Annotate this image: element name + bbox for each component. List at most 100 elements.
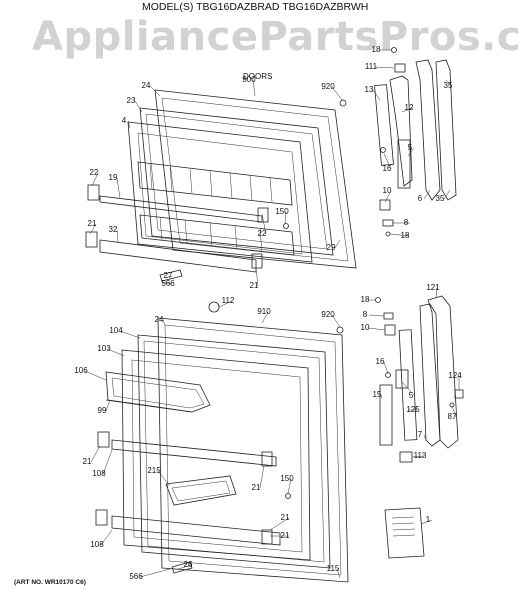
callout-fresh-1: 910 xyxy=(257,307,271,316)
callout-freezer-25: 8 xyxy=(404,218,409,227)
leader-fresh-28 xyxy=(423,434,427,441)
callout-fresh-14: 21 xyxy=(281,531,290,540)
callout-fresh-30: 113 xyxy=(414,451,427,460)
leader-freezer-10 xyxy=(161,281,173,285)
callout-fresh-21: 10 xyxy=(361,323,370,332)
callout-fresh-15: 108 xyxy=(90,540,104,549)
callout-freezer-4: 4 xyxy=(122,116,127,125)
leader-freezer-21 xyxy=(383,153,392,170)
leader-fresh-16 xyxy=(139,568,171,578)
leader-fresh-8 xyxy=(90,445,101,463)
leader-freezer-0 xyxy=(252,79,256,97)
part-111 xyxy=(394,63,406,73)
leader-freezer-23 xyxy=(423,189,431,200)
freezer-door-assembly xyxy=(85,89,357,282)
callout-labels: 9009202423422192132275661502229211811113… xyxy=(74,45,462,581)
part-5 xyxy=(397,139,411,189)
callout-fresh-27: 125 xyxy=(406,405,420,414)
part-10 xyxy=(379,199,391,211)
callout-fresh-16: 566 xyxy=(129,572,143,581)
leader-fresh-23 xyxy=(380,394,383,399)
part-26 xyxy=(171,561,193,574)
callout-freezer-3: 23 xyxy=(127,96,136,105)
cap-21a xyxy=(97,431,110,448)
fresh-shelf-bar-lower xyxy=(111,515,281,546)
callout-fresh-19: 18 xyxy=(361,295,370,304)
callout-fresh-6: 106 xyxy=(74,366,88,375)
leader-fresh-21 xyxy=(368,327,386,331)
leader-freezer-3 xyxy=(134,100,143,113)
callout-freezer-18: 12 xyxy=(405,103,414,112)
callout-freezer-15: 18 xyxy=(372,45,381,54)
callout-freezer-20: 5 xyxy=(408,143,413,152)
leader-freezer-14 xyxy=(255,267,259,287)
leader-freezer-17 xyxy=(372,89,381,101)
callout-freezer-17: 13 xyxy=(365,85,374,94)
callout-freezer-8: 32 xyxy=(109,225,118,234)
plug-920b xyxy=(336,326,344,334)
leader-freezer-24 xyxy=(443,189,451,200)
shelf-cap-21 xyxy=(85,231,98,248)
part-10b xyxy=(384,324,396,336)
callout-freezer-19: 35 xyxy=(444,81,453,90)
leader-freezer-11 xyxy=(284,211,287,225)
callout-fresh-25: 121 xyxy=(426,283,440,292)
leader-freezer-9 xyxy=(164,275,173,279)
leader-fresh-1 xyxy=(261,311,269,324)
callout-fresh-0: 112 xyxy=(222,296,235,305)
part-8 xyxy=(382,219,394,227)
leader-freezer-16 xyxy=(374,66,395,69)
callout-fresh-17: 26 xyxy=(184,560,193,569)
section-title: DOORS xyxy=(243,72,272,81)
leader-freezer-2 xyxy=(149,85,161,97)
freezer-shelf-upper xyxy=(137,161,293,206)
part-12 xyxy=(389,75,413,187)
cap-21c xyxy=(261,451,273,467)
leader-fresh-0 xyxy=(218,300,233,308)
part-124 xyxy=(454,389,464,399)
screw-16 xyxy=(380,147,386,153)
leader-fresh-10 xyxy=(157,470,171,487)
part-13 xyxy=(374,84,394,166)
callout-freezer-5: 22 xyxy=(90,168,99,177)
dairy-door xyxy=(105,371,211,413)
leader-fresh-20 xyxy=(368,314,385,317)
callout-freezer-1: 920 xyxy=(321,82,335,91)
part-112 xyxy=(208,301,220,313)
callout-freezer-24: 35 xyxy=(436,194,445,203)
callout-fresh-22: 16 xyxy=(376,357,385,366)
leader-freezer-1 xyxy=(331,86,344,102)
leader-fresh-5 xyxy=(107,348,125,357)
callout-fresh-26: 124 xyxy=(448,371,462,380)
callout-freezer-0: 900 xyxy=(242,75,256,84)
screw-18c xyxy=(375,297,381,303)
callout-freezer-22: 10 xyxy=(383,186,392,195)
fresh-food-door-assembly xyxy=(95,301,425,583)
leader-fresh-17 xyxy=(177,564,193,570)
callout-fresh-2: 920 xyxy=(321,310,335,319)
freezer-shelf-lower xyxy=(139,214,295,256)
leader-fresh-25 xyxy=(435,287,438,299)
part-121 xyxy=(427,295,459,449)
part-7 xyxy=(419,303,441,447)
callout-freezer-11: 150 xyxy=(275,207,289,216)
callout-fresh-28: 7 xyxy=(418,430,423,439)
callout-freezer-16: 111 xyxy=(365,62,378,71)
callout-fresh-18: 115 xyxy=(327,564,340,573)
art-number: (ART NO. WR10170 C6) xyxy=(14,579,86,586)
part-15 xyxy=(379,384,393,446)
watermark: AppliancePartsPros.com xyxy=(32,14,521,60)
leader-fresh-15 xyxy=(100,529,113,546)
part-5b xyxy=(395,369,409,389)
fresh-handle-hardware xyxy=(375,295,464,463)
callout-freezer-13: 29 xyxy=(327,243,336,252)
shelf-cap-21b xyxy=(251,253,263,269)
screw-150b xyxy=(285,493,291,499)
bin-215 xyxy=(165,475,237,506)
callout-fresh-4: 104 xyxy=(109,326,123,335)
callout-fresh-11: 21 xyxy=(252,483,261,492)
callout-fresh-31: 1 xyxy=(426,515,431,524)
freezer-gasket xyxy=(139,107,334,256)
callout-freezer-9: 27 xyxy=(164,271,173,280)
